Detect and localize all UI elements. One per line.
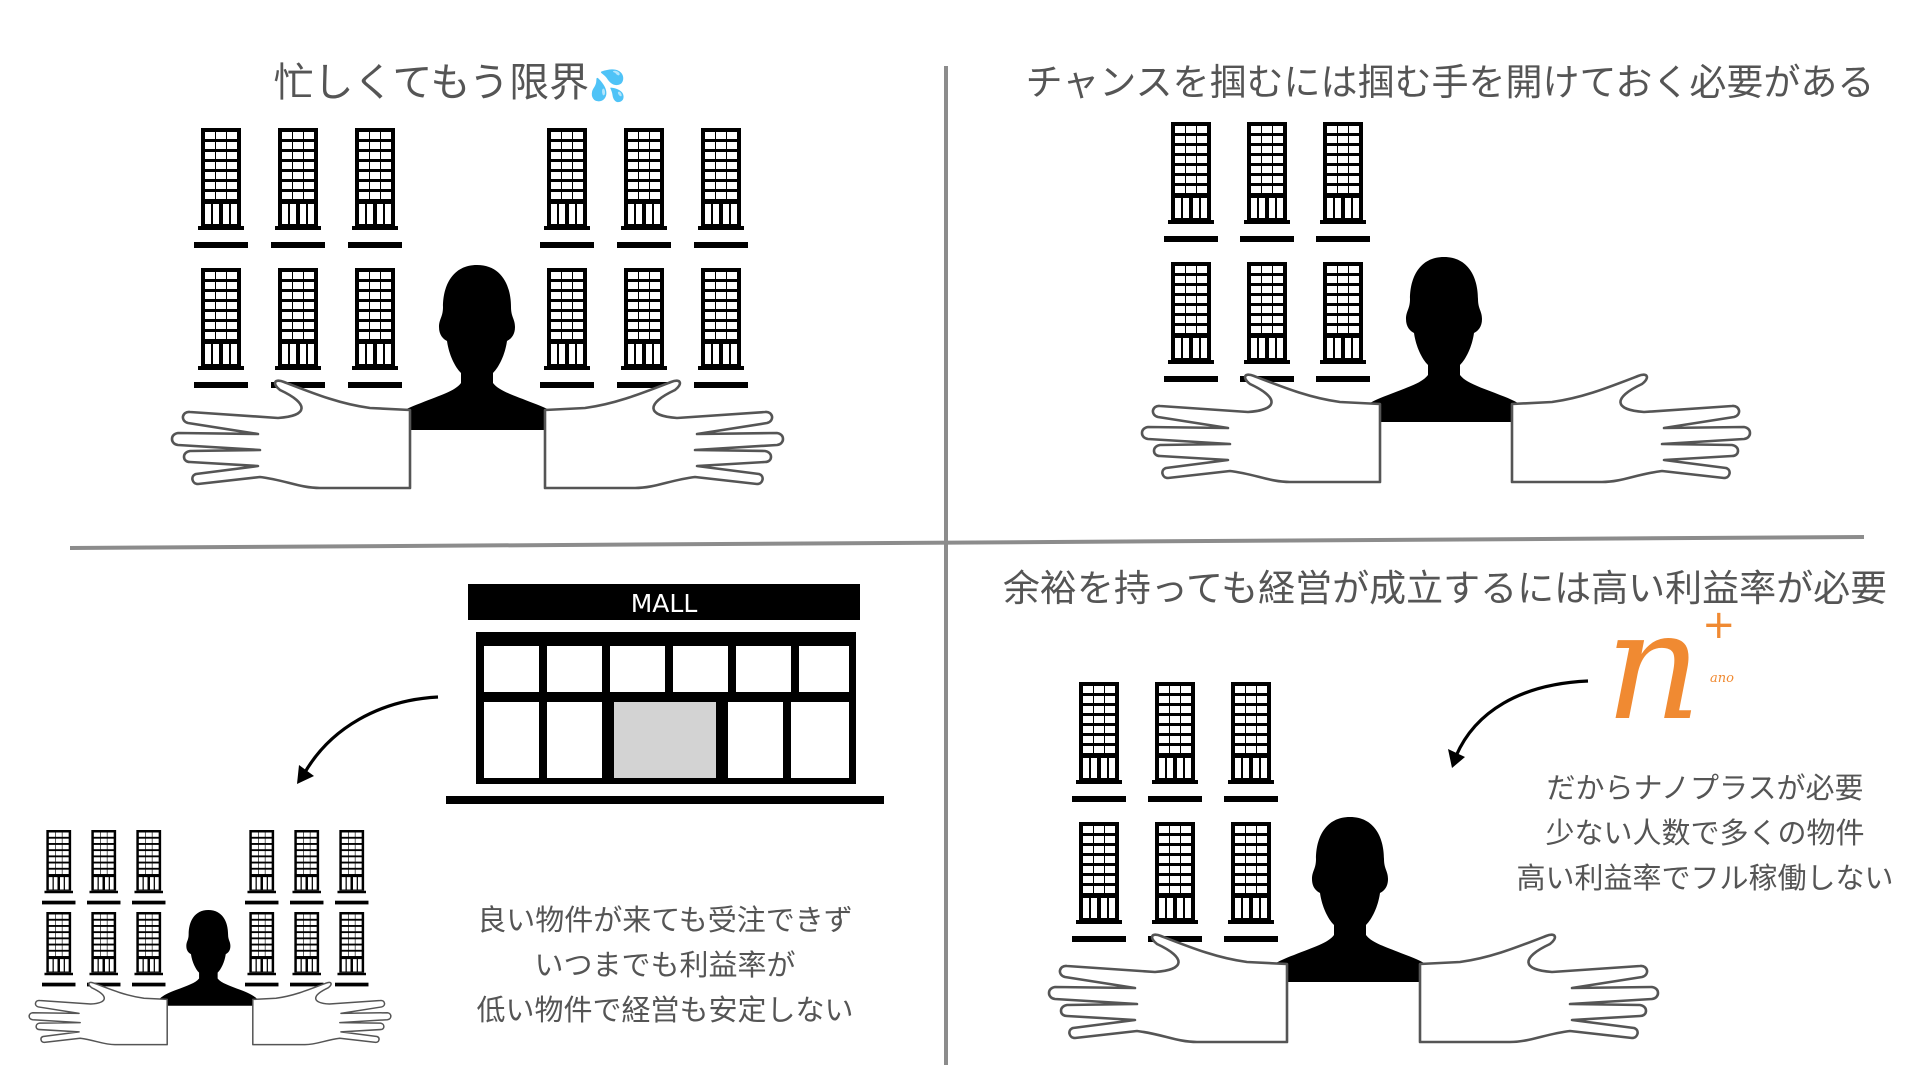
building-icon (1240, 262, 1294, 382)
building-icon (1148, 682, 1202, 802)
open-hand-icon-left (28, 981, 168, 1046)
building-icon (1072, 822, 1126, 942)
building-icon (87, 830, 121, 905)
panel-top-left (170, 128, 785, 490)
panel-title-top-right: チャンスを掴むには掴む手を開けておく必要がある (1025, 61, 1875, 104)
building-icon (694, 128, 748, 248)
open-hand-icon-left (170, 379, 412, 490)
mall-icon: MALL (446, 584, 884, 804)
curved-arrow-icon (297, 695, 439, 784)
building-icon (1316, 262, 1370, 382)
curved-arrow-icon (1448, 679, 1589, 768)
building-icon (1072, 682, 1126, 802)
person-silhouette-icon (385, 265, 569, 430)
building-icon (1148, 822, 1202, 942)
horizontal-divider (69, 535, 1865, 550)
building-icon (335, 830, 369, 905)
description-line: 高い利益率でフル稼働しない (1516, 861, 1894, 895)
panel-title-top-left: 忙しくてもう限界💦 (180, 50, 720, 108)
building-icon (245, 912, 279, 987)
panel-top-right (1140, 122, 1752, 484)
building-group-right (540, 128, 748, 388)
nano-plus-logo: n + ano (1605, 580, 1736, 754)
building-icon (1164, 262, 1218, 382)
building-icon (87, 912, 121, 987)
open-hand-icon-right (543, 379, 785, 490)
building-icon (348, 128, 402, 248)
person-silhouette-icon (155, 910, 262, 1006)
building-icon (194, 128, 248, 248)
bottom-right-description: だからナノプラスが必要 少ない人数で多くの物件 高い利益率でフル稼働しない (1490, 766, 1920, 901)
building-icon (617, 268, 671, 388)
description-line: いつまでも利益率が (534, 948, 796, 982)
open-hand-icon-right (252, 981, 392, 1046)
building-icon (271, 128, 325, 248)
building-icon (540, 128, 594, 248)
logo-plus: + (1702, 602, 1736, 648)
open-hand-icon-left (1140, 373, 1382, 484)
panel-title-bottom-right: 余裕を持っても経営が成立するには高い利益率が必要 (1002, 567, 1888, 610)
droplet-icon: 💦 (589, 69, 627, 104)
building-icon (132, 912, 166, 987)
building-icon (42, 912, 76, 987)
building-icon (194, 268, 248, 388)
bottom-left-description: 良い物件が来ても受注できず いつまでも利益率が 低い物件で経営も安定しない (430, 898, 900, 1033)
building-icon (694, 268, 748, 388)
open-hand-icon-left (1047, 933, 1289, 1044)
description-line: 少ない人数で多くの物件 (1545, 816, 1865, 850)
building-icon (271, 268, 325, 388)
building-icon (290, 830, 324, 905)
panel-bottom-right: n + ano (1047, 580, 1736, 1044)
building-icon (617, 128, 671, 248)
building-icon (540, 268, 594, 388)
description-line: 良い物件が来ても受注できず (477, 903, 853, 937)
building-icon (335, 912, 369, 987)
building-icon (1164, 122, 1218, 242)
building-icon (1224, 822, 1278, 942)
building-group-left (194, 128, 402, 388)
logo-small-text: ano (1710, 671, 1734, 686)
building-icon (348, 268, 402, 388)
building-icon (1240, 122, 1294, 242)
mall-sign-text: MALL (631, 589, 698, 618)
logo-letter: n (1605, 580, 1702, 754)
person-silhouette-icon (1352, 257, 1536, 422)
description-line: 低い物件で経営も安定しない (476, 993, 854, 1027)
panel-bottom-left: MALL (28, 584, 884, 1046)
open-hand-icon-right (1510, 373, 1752, 484)
person-silhouette-icon (1258, 817, 1442, 982)
description-line: だからナノプラスが必要 (1546, 771, 1864, 805)
building-icon (245, 830, 279, 905)
building-icon (132, 830, 166, 905)
title-text: 忙しくてもう限界 (273, 60, 590, 106)
building-icon (1316, 122, 1370, 242)
open-hand-icon-right (1418, 933, 1660, 1044)
building-icon (290, 912, 324, 987)
building-icon (42, 830, 76, 905)
building-icon (1224, 682, 1278, 802)
